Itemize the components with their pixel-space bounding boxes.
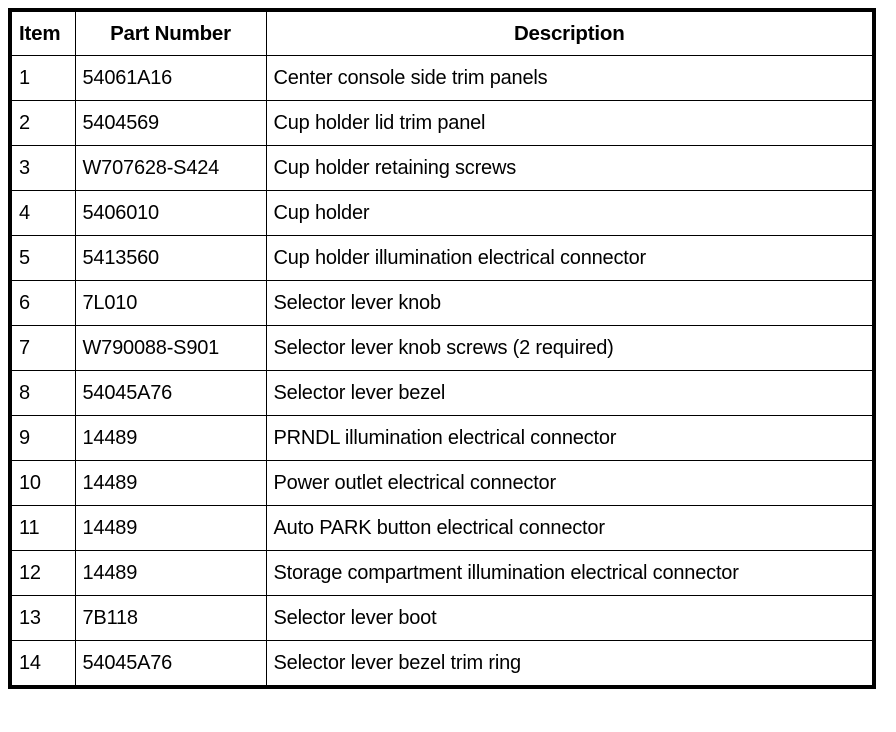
cell-item: 14 — [9, 640, 76, 688]
table-header: Item Part Number Description — [9, 9, 875, 56]
cell-description: Selector lever boot — [265, 595, 875, 641]
table-row: 2 5404569 Cup holder lid trim panel — [9, 100, 875, 146]
cell-part-number: 5404569 — [74, 100, 267, 146]
cell-description: Selector lever bezel — [265, 370, 875, 416]
cell-part-number: 54045A76 — [74, 370, 267, 416]
cell-description: Selector lever knob — [265, 280, 875, 326]
table-row: 11 14489 Auto PARK button electrical con… — [9, 505, 875, 551]
cell-description: Center console side trim panels — [265, 55, 875, 101]
table-row: 5 5413560 Cup holder illumination electr… — [9, 235, 875, 281]
cell-item: 12 — [9, 550, 76, 596]
column-header-description: Description — [265, 9, 875, 56]
cell-item: 7 — [9, 325, 76, 371]
cell-part-number: 5413560 — [74, 235, 267, 281]
column-header-part-number: Part Number — [74, 9, 267, 56]
cell-part-number: 14489 — [74, 505, 267, 551]
cell-description: Auto PARK button electrical connector — [265, 505, 875, 551]
cell-part-number: 14489 — [74, 460, 267, 506]
cell-part-number: W790088-S901 — [74, 325, 267, 371]
cell-description: Cup holder illumination electrical conne… — [265, 235, 875, 281]
cell-description: Cup holder — [265, 190, 875, 236]
parts-list-table: Item Part Number Description 1 54061A16 … — [8, 8, 876, 689]
cell-item: 5 — [9, 235, 76, 281]
table-row: 13 7B118 Selector lever boot — [9, 595, 875, 641]
cell-item: 6 — [9, 280, 76, 326]
cell-description: Selector lever bezel trim ring — [265, 640, 875, 688]
table-body: 1 54061A16 Center console side trim pane… — [9, 55, 875, 688]
table-row: 4 5406010 Cup holder — [9, 190, 875, 236]
table-row: 14 54045A76 Selector lever bezel trim ri… — [9, 640, 875, 688]
cell-part-number: 14489 — [74, 550, 267, 596]
cell-item: 9 — [9, 415, 76, 461]
cell-part-number: 54061A16 — [74, 55, 267, 101]
cell-item: 3 — [9, 145, 76, 191]
cell-part-number: 54045A76 — [74, 640, 267, 688]
cell-description: Power outlet electrical connector — [265, 460, 875, 506]
table-row: 12 14489 Storage compartment illuminatio… — [9, 550, 875, 596]
cell-item: 1 — [9, 55, 76, 101]
table-row: 10 14489 Power outlet electrical connect… — [9, 460, 875, 506]
cell-item: 8 — [9, 370, 76, 416]
table-row: 8 54045A76 Selector lever bezel — [9, 370, 875, 416]
cell-item: 11 — [9, 505, 76, 551]
cell-item: 13 — [9, 595, 76, 641]
cell-description: PRNDL illumination electrical connector — [265, 415, 875, 461]
table-row: 9 14489 PRNDL illumination electrical co… — [9, 415, 875, 461]
table-header-row: Item Part Number Description — [9, 9, 875, 56]
table-row: 6 7L010 Selector lever knob — [9, 280, 875, 326]
cell-part-number: 7B118 — [74, 595, 267, 641]
cell-item: 10 — [9, 460, 76, 506]
table-row: 3 W707628-S424 Cup holder retaining scre… — [9, 145, 875, 191]
column-header-item: Item — [9, 9, 76, 56]
cell-part-number: 14489 — [74, 415, 267, 461]
cell-item: 4 — [9, 190, 76, 236]
cell-item: 2 — [9, 100, 76, 146]
cell-description: Selector lever knob screws (2 required) — [265, 325, 875, 371]
cell-description: Cup holder lid trim panel — [265, 100, 875, 146]
cell-part-number: 7L010 — [74, 280, 267, 326]
cell-part-number: 5406010 — [74, 190, 267, 236]
cell-part-number: W707628-S424 — [74, 145, 267, 191]
table-row: 7 W790088-S901 Selector lever knob screw… — [9, 325, 875, 371]
cell-description: Storage compartment illumination electri… — [265, 550, 875, 596]
cell-description: Cup holder retaining screws — [265, 145, 875, 191]
table-row: 1 54061A16 Center console side trim pane… — [9, 55, 875, 101]
